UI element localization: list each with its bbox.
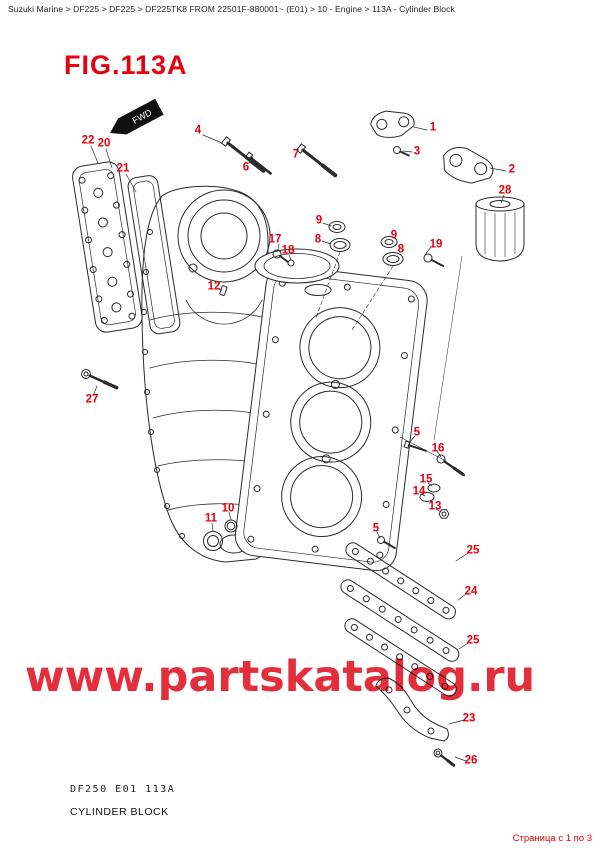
washer-14 [419, 492, 435, 502]
callout-12[interactable]: 12 [207, 280, 221, 293]
gasket-25-top [345, 542, 456, 620]
cap-11 [203, 531, 223, 551]
cap-9-left [328, 221, 346, 233]
callout-4[interactable]: 4 [194, 124, 202, 137]
callout-5[interactable]: 5 [372, 522, 380, 535]
callout-3[interactable]: 3 [413, 145, 421, 158]
callout-8[interactable]: 8 [314, 233, 322, 246]
leader-lines [90, 126, 507, 762]
nut-13 [438, 509, 450, 519]
bracket-23 [375, 677, 449, 742]
callout-16[interactable]: 16 [431, 442, 445, 455]
fwd-arrow-icon: FWD [109, 98, 164, 135]
callout-1[interactable]: 1 [429, 121, 437, 134]
bolt-3 [393, 146, 410, 157]
side-cover [72, 161, 143, 333]
oring-8-right [382, 252, 404, 266]
callout-26[interactable]: 26 [464, 754, 478, 767]
callout-13[interactable]: 13 [428, 500, 442, 513]
figure-name: CYLINDER BLOCK [70, 806, 169, 818]
callout-25[interactable]: 25 [466, 634, 480, 647]
callout-9[interactable]: 9 [390, 229, 398, 242]
bolt-26 [433, 748, 456, 767]
callout-21[interactable]: 21 [116, 162, 130, 175]
callout-14[interactable]: 14 [412, 485, 426, 498]
callout-5[interactable]: 5 [413, 426, 421, 439]
bolt-5-lower [377, 536, 396, 549]
figure-title: FIG.113A [64, 50, 188, 80]
callout-19[interactable]: 19 [429, 238, 443, 251]
callout-10[interactable]: 10 [221, 502, 235, 515]
bolt-17 [272, 249, 289, 263]
breadcrumb[interactable]: Suzuki Marine > DF225 > DF225 > DF225TK8… [8, 4, 455, 14]
callout-24[interactable]: 24 [464, 585, 478, 598]
washer-15 [427, 483, 441, 493]
callout-7[interactable]: 7 [292, 148, 300, 161]
callout-23[interactable]: 23 [462, 712, 476, 725]
callout-11[interactable]: 11 [204, 512, 218, 525]
callout-6[interactable]: 6 [242, 161, 250, 174]
bolt-19 [423, 253, 445, 267]
figure-code: DF250 E01 113A [70, 784, 176, 795]
gasket-25-bottom [344, 618, 457, 697]
callout-17[interactable]: 17 [268, 233, 282, 246]
callout-15[interactable]: 15 [419, 473, 433, 486]
callout-27[interactable]: 27 [85, 393, 99, 406]
stud-5-upper [403, 440, 427, 452]
gasket-24 [340, 579, 460, 662]
cylinder-block [234, 265, 428, 572]
callout-2[interactable]: 2 [508, 163, 516, 176]
callout-28[interactable]: 28 [498, 184, 512, 197]
bolt-7 [295, 143, 338, 178]
callout-9[interactable]: 9 [315, 214, 323, 227]
bracket-1 [370, 110, 415, 138]
bolt-6 [244, 151, 272, 175]
cap-9-right [380, 236, 398, 248]
callout-20[interactable]: 20 [97, 137, 111, 150]
bolt-27 [81, 369, 119, 390]
oring-8-left [329, 238, 351, 252]
callout-18[interactable]: 18 [281, 244, 295, 257]
oil-filter [475, 196, 525, 262]
callout-8[interactable]: 8 [397, 243, 405, 256]
page-info: Страница с 1 по 3 [512, 833, 592, 844]
bracket-2 [443, 147, 494, 184]
callout-22[interactable]: 22 [81, 134, 95, 147]
watermark: www.partskatalog.ru [24, 652, 536, 702]
callout-25[interactable]: 25 [466, 544, 480, 557]
